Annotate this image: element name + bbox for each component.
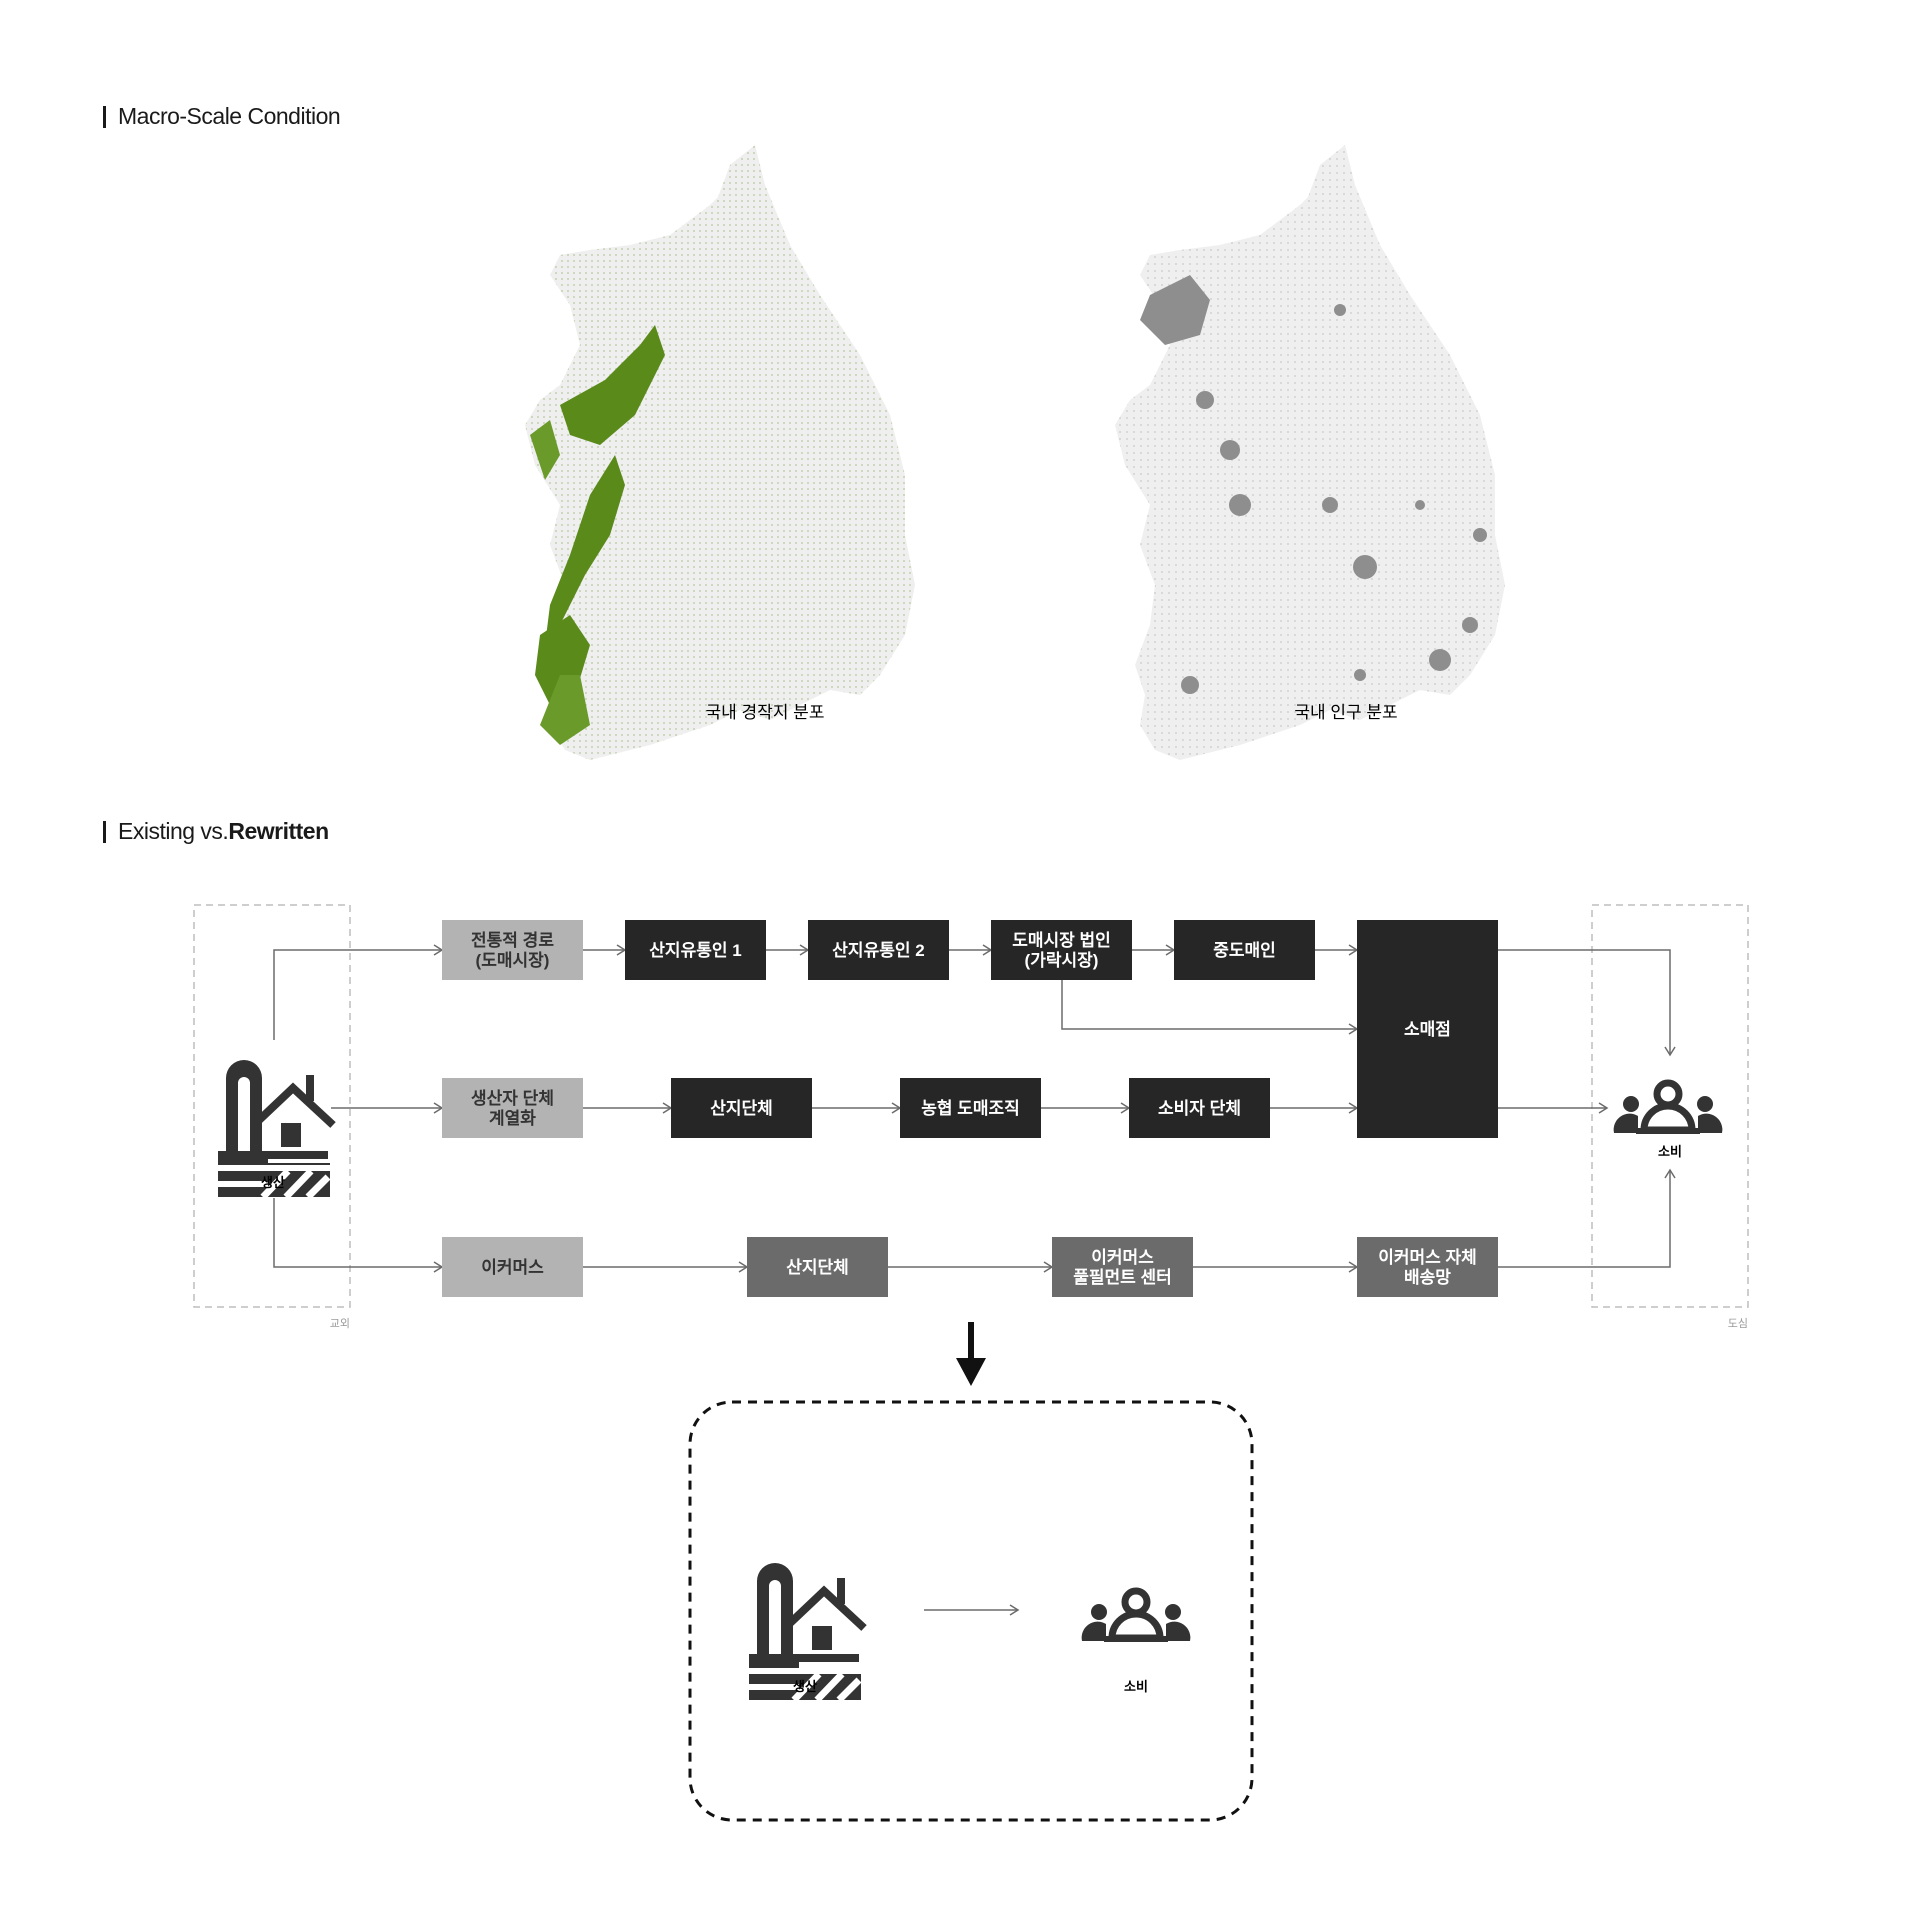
svg-text:생산자 단체: 생산자 단체: [471, 1089, 554, 1108]
rewritten-consumer-label: 소비: [1124, 1679, 1148, 1694]
map-caption-population: 국내 인구 분포: [1294, 703, 1397, 722]
svg-text:(도매시장): (도매시장): [476, 951, 550, 970]
farmland-cluster: [545, 455, 625, 645]
svg-text:중도매인: 중도매인: [1213, 941, 1276, 960]
flow-node-nh-wholesale: 농협 도매조직: [900, 1078, 1041, 1138]
svg-text:이커머스: 이커머스: [1091, 1248, 1154, 1267]
suburb-zone: [193, 904, 351, 1308]
suburb-zone-label: 교외: [330, 1317, 350, 1330]
section-title-existing: Existing vs. Rewritten: [103, 818, 329, 845]
farmland-cluster: [530, 420, 560, 480]
svg-text:계열화: 계열화: [489, 1109, 536, 1128]
svg-text:배송망: 배송망: [1404, 1268, 1451, 1287]
consumer-label: 소비: [1658, 1144, 1682, 1159]
connector-line: [273, 944, 444, 1040]
connector-line: [273, 1198, 444, 1273]
population-cluster: [1334, 304, 1346, 316]
svg-text:산지유통인 1: 산지유통인 1: [649, 941, 741, 960]
connector-line: [1498, 1168, 1676, 1268]
farm-icon: [749, 1563, 867, 1703]
population-cluster: [1462, 617, 1478, 633]
population-map: [1115, 145, 1505, 760]
connector-line: [1061, 980, 1359, 1035]
svg-text:소비자 단체: 소비자 단체: [1158, 1099, 1241, 1118]
svg-text:소매점: 소매점: [1404, 1020, 1451, 1039]
population-cluster: [1429, 649, 1451, 671]
svg-text:풀필먼트 센터: 풀필먼트 센터: [1073, 1268, 1172, 1287]
farmland-scatter: [525, 145, 915, 760]
svg-text:(가락시장): (가락시장): [1025, 951, 1099, 970]
population-cluster: [1354, 669, 1366, 681]
flow-node-consumer-group: 소비자 단체: [1129, 1078, 1270, 1138]
svg-text:산지단체: 산지단체: [710, 1099, 773, 1118]
map-caption-farmland: 국내 경작지 분포: [706, 703, 825, 722]
rewritten-frame: [688, 1400, 1254, 1822]
flow-node-retail: 소매점: [1357, 920, 1498, 1138]
flow-connectors: [273, 944, 1676, 1273]
population-cluster: [1322, 497, 1338, 513]
flow-node-producer-group: 생산자 단체 계열화: [442, 1078, 583, 1138]
flow-node-collector-1: 산지유통인 1: [625, 920, 766, 980]
downtown-zone-label: 도심: [1728, 1317, 1748, 1330]
svg-text:이커머스: 이커머스: [481, 1258, 544, 1277]
rewritten-producer-label: 생산: [793, 1679, 817, 1694]
population-cluster: [1229, 494, 1251, 516]
section-title-text-a: Existing vs.: [118, 818, 229, 844]
flow-node-fulfillment: 이커머스 풀필먼트 센터: [1052, 1237, 1193, 1297]
section-title-text-b: Rewritten: [228, 818, 329, 844]
svg-text:농협 도매조직: 농협 도매조직: [921, 1098, 1020, 1118]
downtown-zone: [1591, 904, 1749, 1308]
svg-text:이커머스 자체: 이커머스 자체: [1378, 1248, 1477, 1267]
population-cluster: [1140, 275, 1210, 345]
svg-text:산지단체: 산지단체: [786, 1258, 849, 1277]
people-icon: [1613, 1079, 1723, 1134]
svg-text:도매시장 법인: 도매시장 법인: [1012, 931, 1111, 950]
population-cluster: [1196, 391, 1214, 409]
flow-node-origin-group-2: 산지단체: [747, 1237, 888, 1297]
flow-node-origin-group: 산지단체: [671, 1078, 812, 1138]
connector-line: [1498, 949, 1676, 1057]
producer-label: 생산: [261, 1175, 285, 1190]
population-cluster: [1220, 440, 1240, 460]
flow-node-wholesale-corp: 도매시장 법인 (가락시장): [991, 920, 1132, 980]
flow-node-delivery-network: 이커머스 자체 배송망: [1357, 1237, 1498, 1297]
people-icon: [1081, 1587, 1191, 1642]
title-bar: [103, 105, 106, 128]
flow-node-collector-2: 산지유통인 2: [808, 920, 949, 980]
population-cluster: [1473, 528, 1487, 542]
svg-text:전통적 경로: 전통적 경로: [471, 931, 554, 950]
flow-node-ecommerce: 이커머스: [442, 1237, 583, 1297]
farmland-map: [525, 145, 915, 760]
down-arrow-icon: [956, 1322, 986, 1386]
flow-node-traditional: 전통적 경로 (도매시장): [442, 920, 583, 980]
farm-icon: [218, 1060, 336, 1200]
section-title-text: Macro-Scale Condition: [118, 103, 341, 129]
section-title-macro: Macro-Scale Condition: [103, 103, 341, 130]
flow-node-middle-wholesaler: 중도매인: [1174, 920, 1315, 980]
farmland-cluster: [540, 675, 590, 745]
svg-text:산지유통인 2: 산지유통인 2: [832, 941, 924, 960]
title-bar: [103, 820, 106, 843]
population-cluster: [1181, 676, 1199, 694]
farmland-cluster: [560, 325, 665, 445]
population-cluster: [1415, 500, 1425, 510]
population-cluster: [1353, 555, 1377, 579]
